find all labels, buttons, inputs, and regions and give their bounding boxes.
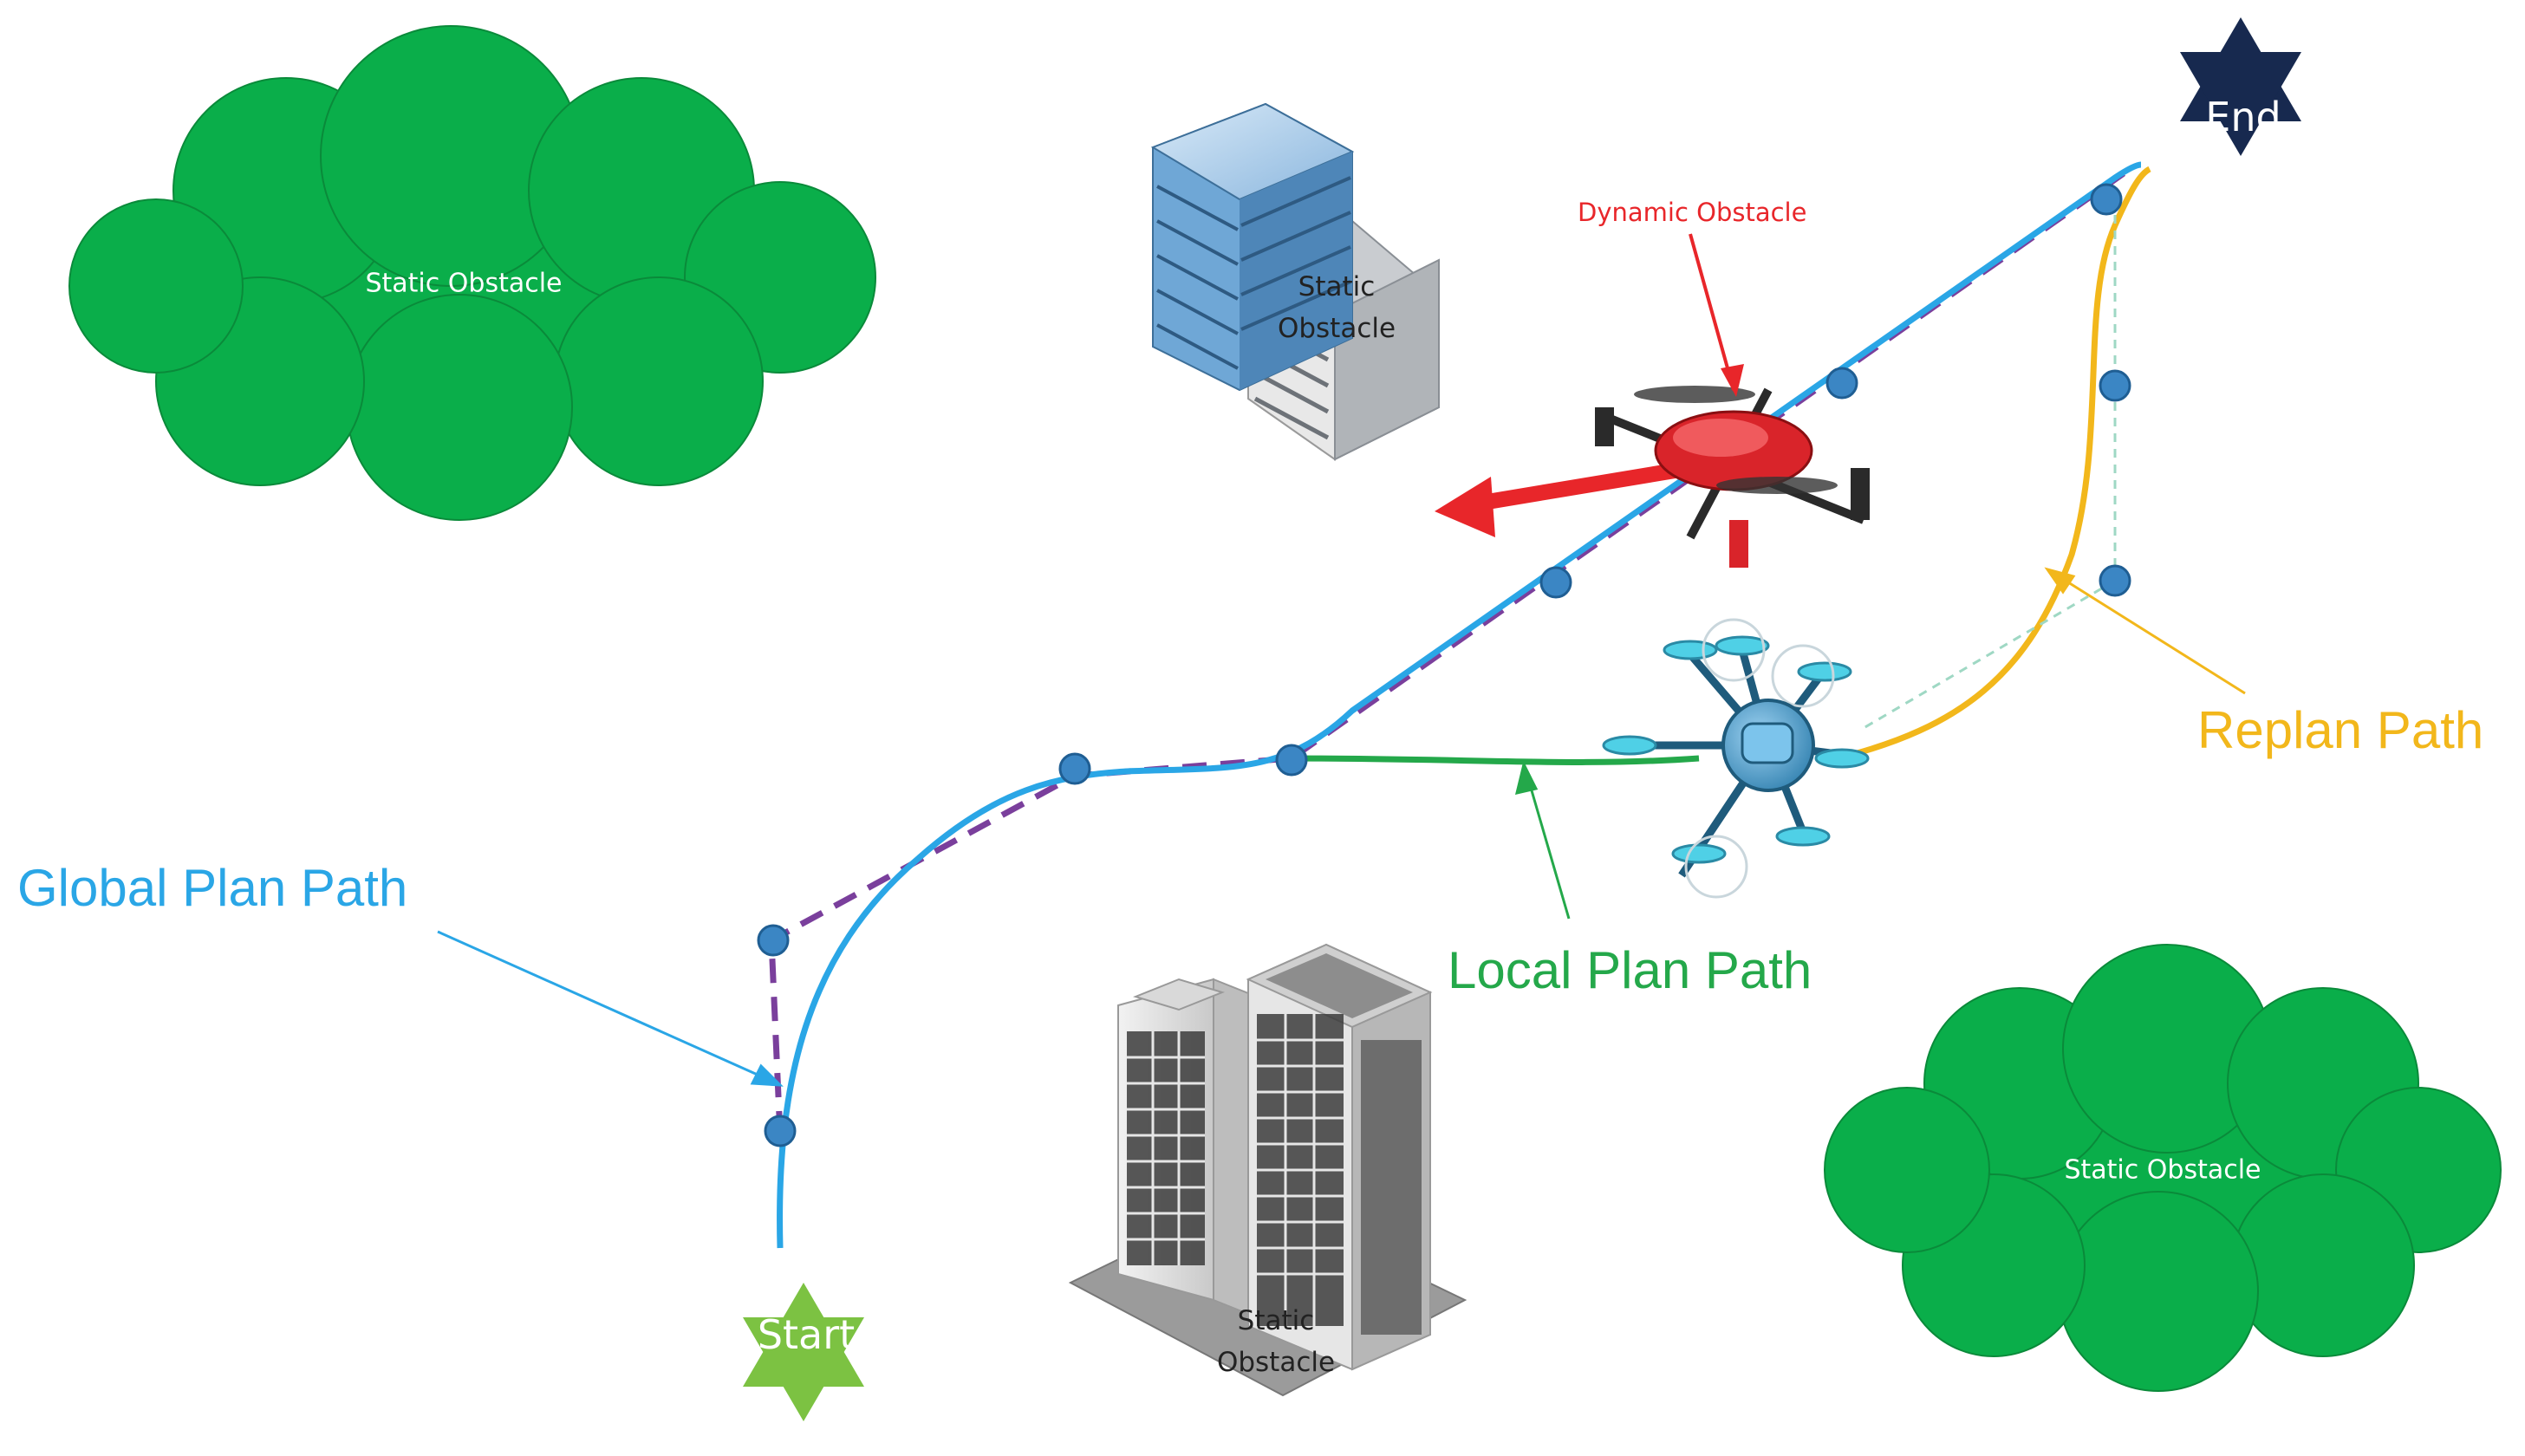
static-obstacle-cloud-bottom-right: [1824, 944, 2502, 1392]
replan-guide-lines: [1863, 199, 2117, 730]
hexacopter-canopy: [1741, 722, 1794, 764]
static-obstacle-cloud-top-left: [68, 25, 876, 521]
local-plan-path: [1291, 755, 1700, 765]
start-label: Start: [757, 1311, 856, 1358]
replan-pointer: [2044, 567, 2246, 695]
dynamic-obstacle-label: Dynamic Obstacle: [1578, 198, 1807, 227]
local-plan-pointer: [1514, 760, 1571, 920]
building-bottom-label-line2: Obstacle: [1216, 1347, 1336, 1378]
building-top-label-line1: Static: [1298, 271, 1376, 302]
building-top-label: Static Obstacle: [1278, 266, 1396, 349]
dynamic-obstacle-pointer-head: [1721, 364, 1744, 397]
red-quadcopter-icon: [1435, 386, 1870, 568]
skyscraper-icon: [1068, 943, 1467, 1397]
replan-path: [1837, 166, 2151, 762]
hexacopter-guards: [1684, 618, 1835, 899]
static-obstacle-label-bottom-right: Static Obstacle: [2064, 1154, 2261, 1186]
office-building-icon: [1150, 102, 1440, 461]
end-label: End: [2205, 94, 2281, 140]
building-top-label-line2: Obstacle: [1277, 313, 1396, 344]
dynamic-obstacle-pointer: [1689, 233, 1735, 391]
start-six-point-star-icon: [743, 1283, 864, 1421]
waypoints: [757, 183, 2131, 1147]
global-plan-path: [777, 161, 2142, 1249]
global-plan-pointer: [437, 930, 784, 1087]
replan-path-label: Replan Path: [2197, 701, 2484, 759]
building-bottom-label-line1: Static: [1237, 1305, 1315, 1336]
local-plan-path-label: Local Plan Path: [1448, 941, 1812, 999]
static-obstacle-label-top-left: Static Obstacle: [365, 268, 563, 299]
global-plan-path-label: Global Plan Path: [17, 859, 408, 917]
end-six-point-star-icon: [2180, 17, 2301, 156]
building-bottom-label: Static Obstacle: [1217, 1300, 1335, 1383]
